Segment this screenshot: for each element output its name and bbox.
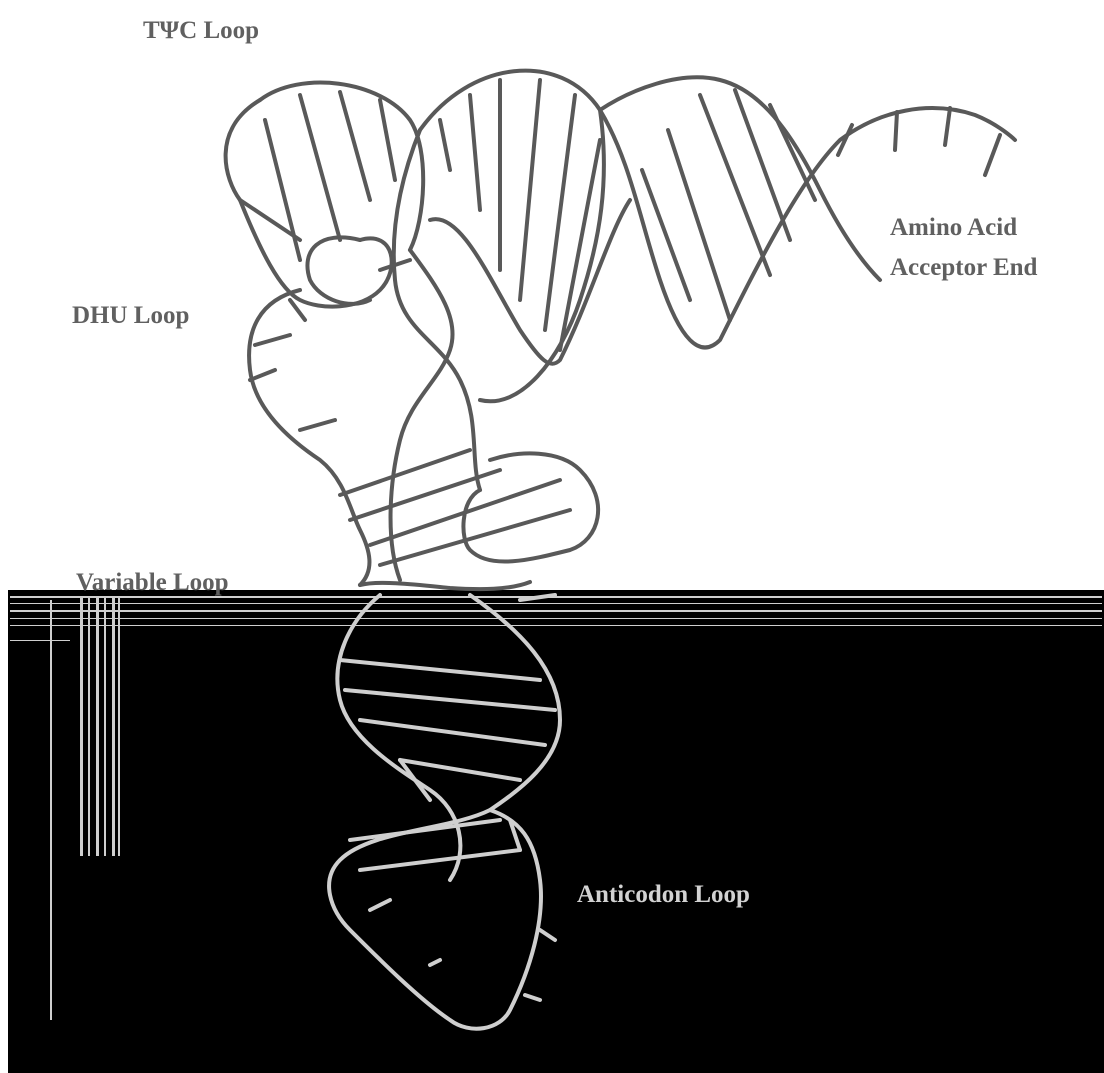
anticodon-loop-label: Anticodon Loop xyxy=(577,881,750,908)
variable-loop xyxy=(340,450,598,589)
variable-loop-label: Variable Loop xyxy=(76,569,229,596)
d-stem-connector xyxy=(394,80,604,490)
inverted-background xyxy=(8,590,1104,1073)
tpsic-loop-label: TΨC Loop xyxy=(143,17,259,44)
amino-acid-label: Amino Acid xyxy=(890,214,1017,241)
dhu-loop-label: DHU Loop xyxy=(72,302,189,329)
dhu-arm xyxy=(249,250,453,585)
acceptor-end-label: Acceptor End xyxy=(890,254,1038,281)
